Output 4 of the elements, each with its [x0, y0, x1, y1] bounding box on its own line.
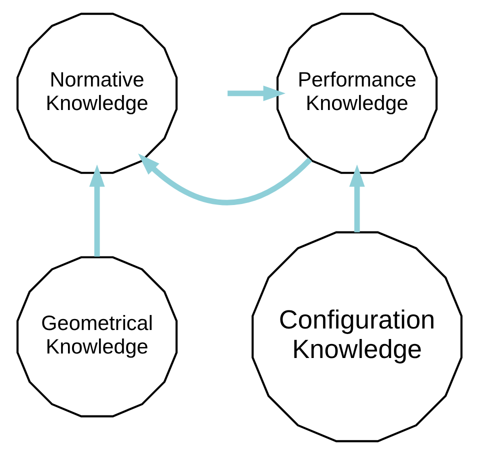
arrow [89, 164, 105, 257]
arrow [349, 164, 365, 232]
arrow [228, 86, 286, 102]
arrow [138, 154, 312, 206]
